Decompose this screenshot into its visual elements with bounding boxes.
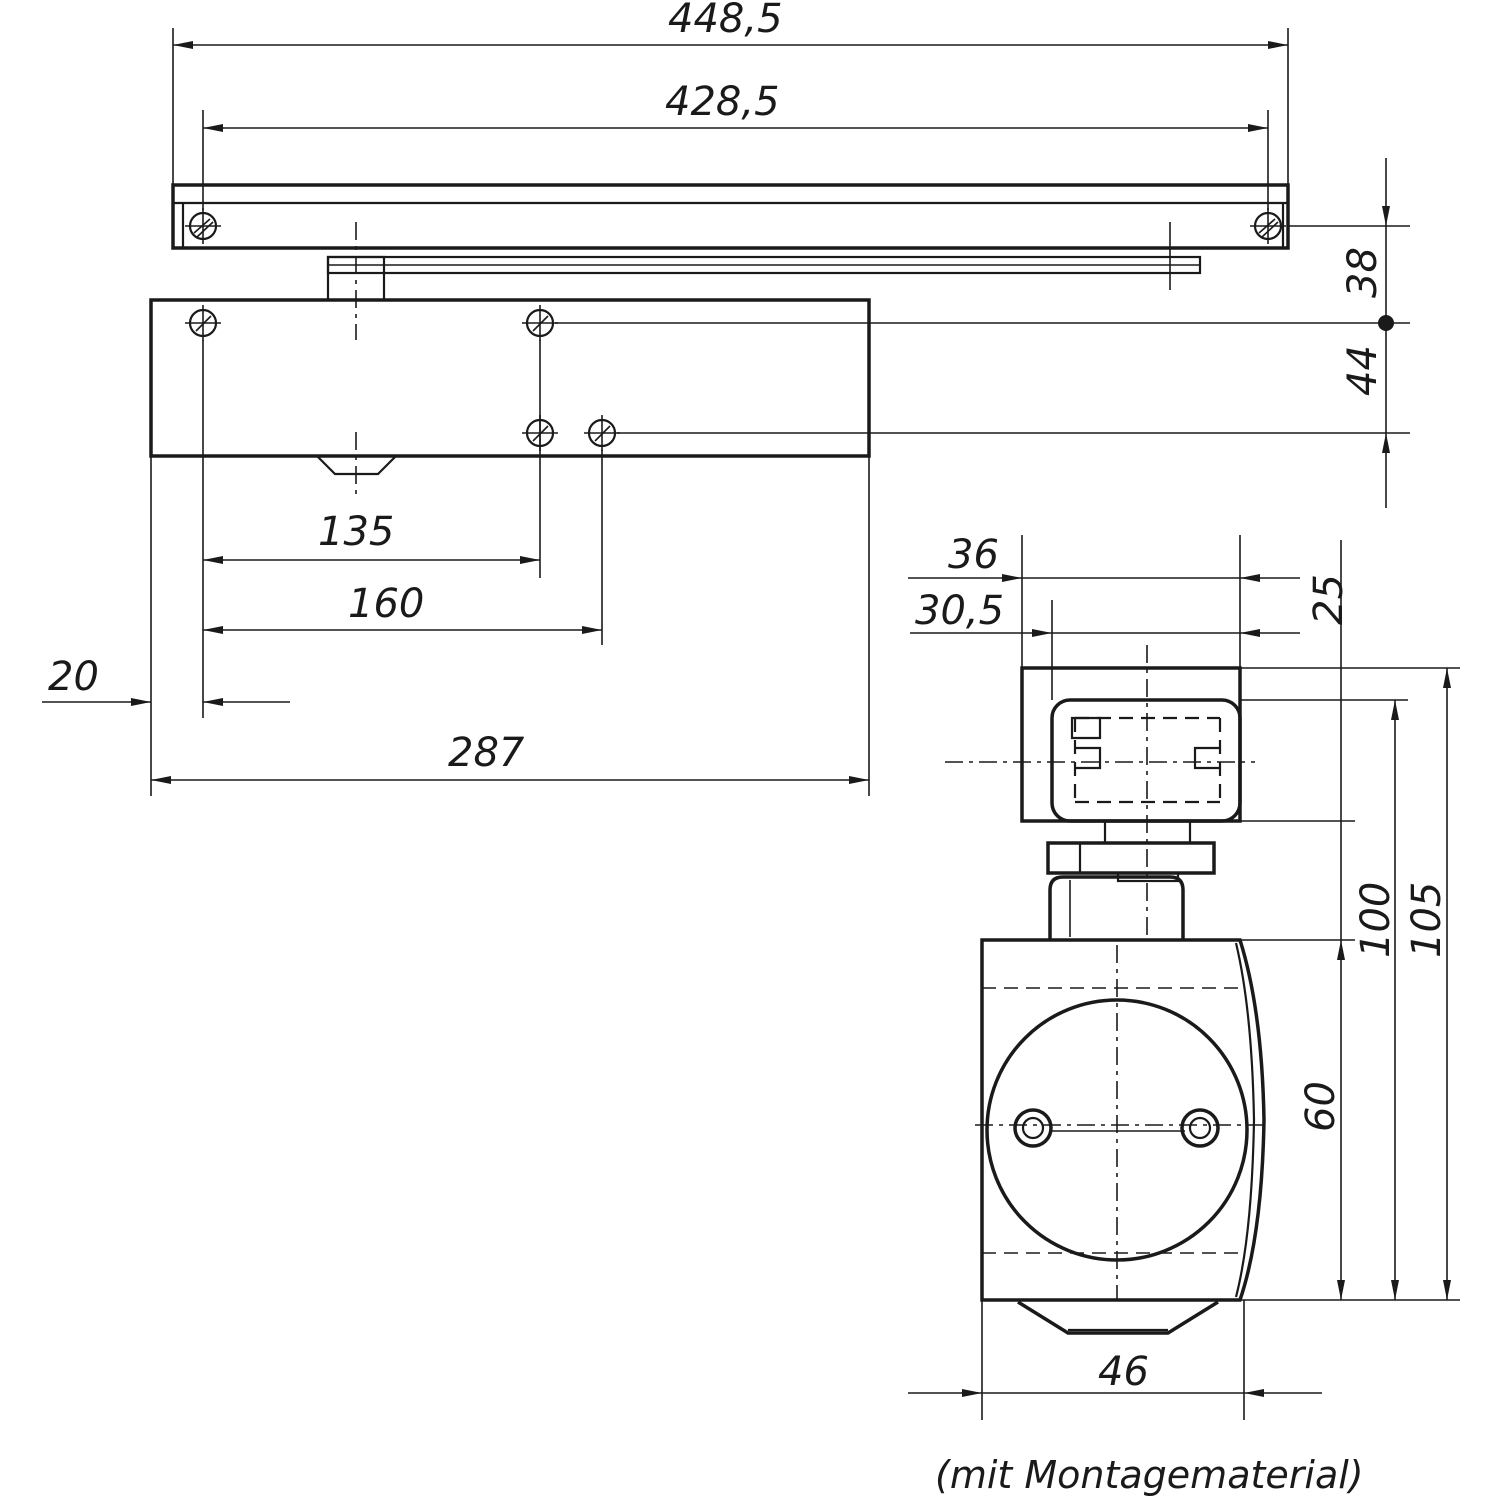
side-view-body [980, 938, 1266, 1335]
dimension-30-5: 30,5 [910, 588, 1300, 700]
slide-rail [171, 183, 1290, 250]
label-160: 160 [348, 581, 424, 627]
dimension-100: 100 [1340, 668, 1399, 958]
label-38: 38 [1340, 247, 1386, 298]
plate-hole-left [1013, 1108, 1053, 1148]
label-135: 135 [318, 509, 394, 555]
label-20: 20 [48, 654, 99, 700]
body-hole-4 [584, 415, 620, 451]
side-view-mounting-plate [975, 945, 1270, 1300]
dimension-36: 36 [908, 532, 1300, 668]
dimension-46: 46 [908, 1300, 1322, 1420]
dimension-25: 25 [1190, 540, 1460, 822]
dimension-20: 20 [42, 456, 290, 796]
dimension-448-5: 448,5 [172, 0, 1289, 185]
side-view-rail-block [945, 645, 1255, 940]
label-100: 100 [1353, 882, 1399, 958]
label-25: 25 [1306, 574, 1352, 625]
caption: (mit Montagematerial) [935, 1453, 1364, 1497]
plate-hole-right [1180, 1108, 1220, 1148]
dimension-38-44: 38 44 [555, 158, 1410, 508]
dimension-60: 60 [1240, 939, 1460, 1301]
closer-body [149, 298, 871, 495]
dimension-135: 135 [202, 340, 541, 718]
body-hole-1 [185, 305, 221, 341]
label-428-5: 428,5 [665, 79, 780, 125]
label-448-5: 448,5 [668, 0, 783, 42]
label-36: 36 [948, 532, 999, 578]
label-30-5: 30,5 [915, 588, 1004, 634]
label-287: 287 [448, 730, 525, 776]
reference-dot [1378, 315, 1394, 331]
closer-arm [326, 222, 1202, 340]
side-view-spindle [1046, 819, 1216, 940]
body-hole-2 [522, 305, 558, 341]
label-105: 105 [1404, 882, 1450, 958]
label-60: 60 [1298, 1081, 1344, 1132]
dimension-428-5: 428,5 [202, 79, 1269, 210]
dimension-287: 287 [151, 456, 870, 796]
dimension-160: 160 [203, 450, 603, 645]
rail-mounting-hole-right [1250, 208, 1286, 244]
label-46: 46 [1098, 1349, 1149, 1395]
label-44: 44 [1340, 345, 1386, 396]
dimension-105: 105 [1404, 668, 1451, 1300]
rail-mounting-hole-left [185, 208, 221, 244]
